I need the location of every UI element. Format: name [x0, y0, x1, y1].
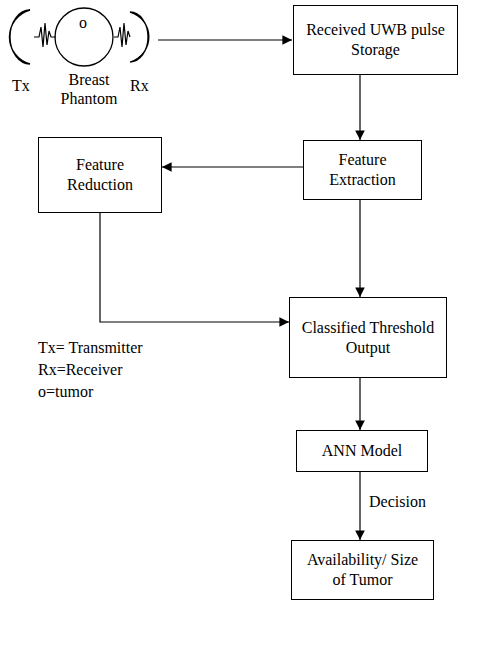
flow-arrow	[359, 75, 360, 140]
uwb-pulse	[114, 23, 130, 47]
part-label: Breast Phantom	[58, 70, 120, 108]
edge-label: Decision	[367, 492, 428, 511]
process-box: Feature Extraction	[303, 140, 422, 200]
flow-arrow	[359, 472, 360, 540]
process-box: Feature Reduction	[38, 137, 162, 213]
process-box: Classified Threshold Output	[289, 297, 447, 378]
tx-antenna	[9, 10, 30, 64]
output-box: Availability/ Size of Tumor	[291, 540, 434, 600]
flow-arrow	[359, 378, 360, 430]
flow-arrow	[162, 166, 303, 167]
storage-box: Received UWB pulse Storage	[293, 5, 458, 75]
flow-arrow	[359, 200, 360, 297]
box-label: Feature Reduction	[47, 155, 153, 195]
signal-arrow	[158, 39, 292, 40]
part-label: o	[79, 13, 87, 32]
rx-antenna	[130, 12, 149, 62]
box-label: Feature Extraction	[312, 150, 413, 190]
legend-note: Tx= Transmitter	[38, 338, 143, 357]
flow-arrow	[100, 213, 289, 322]
part-label: Rx	[130, 76, 149, 95]
box-label: ANN Model	[322, 441, 402, 461]
box-label: Received UWB pulse Storage	[302, 20, 449, 60]
uwb-pulse	[34, 23, 56, 47]
model-box: ANN Model	[296, 430, 428, 472]
breast-phantom	[55, 8, 113, 66]
box-label: Classified Threshold Output	[298, 318, 438, 358]
legend-note: o=tumor	[38, 382, 93, 401]
legend-note: Rx=Receiver	[38, 360, 123, 379]
part-label: Tx	[12, 76, 30, 95]
box-label: Availability/ Size of Tumor	[300, 550, 425, 590]
